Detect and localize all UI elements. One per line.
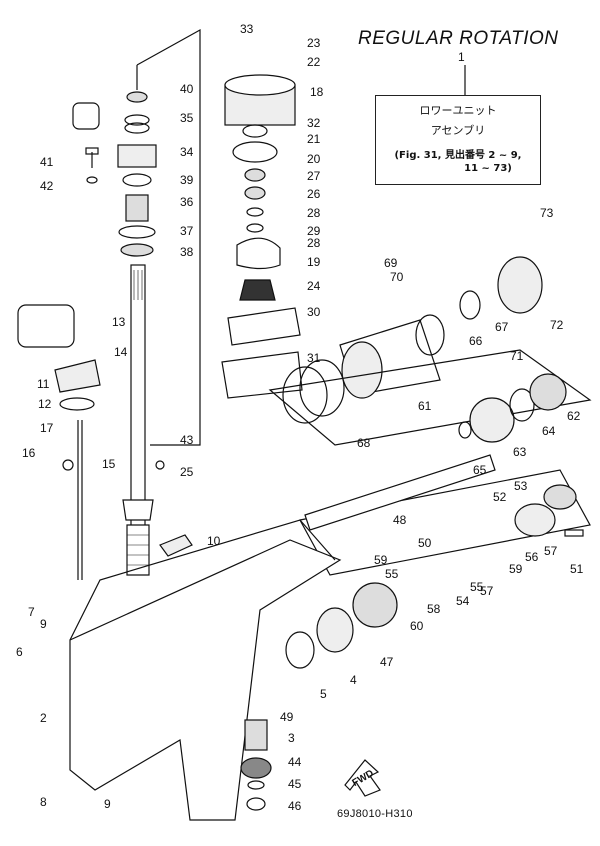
part-number-41: 41 [40, 155, 54, 169]
part-number-55: 55 [470, 580, 484, 594]
part-number-15: 15 [102, 457, 116, 471]
part-number-11: 11 [37, 377, 50, 391]
part-number-33: 33 [240, 22, 254, 36]
callout-line-4: 11 ~ 73) [464, 163, 512, 174]
part-number-47: 47 [380, 655, 394, 669]
part-number-53: 53 [514, 479, 528, 493]
part-number-43: 43 [180, 433, 194, 447]
part-number-66: 66 [469, 334, 483, 348]
part-number-9: 9 [104, 797, 111, 811]
part-number-73: 73 [540, 206, 554, 220]
part-number-21: 21 [307, 132, 321, 146]
part-number-19: 19 [307, 255, 321, 269]
part-number-57: 57 [480, 584, 494, 598]
part-number-50: 50 [418, 536, 432, 550]
part-number-67: 67 [495, 320, 509, 334]
callout-line-1: ロワーユニット [419, 104, 497, 117]
part-number-61: 61 [418, 399, 432, 413]
part-number-9: 9 [40, 617, 47, 631]
part-number-56: 56 [525, 550, 539, 564]
part-number-59: 59 [509, 562, 523, 576]
part-number-60: 60 [410, 619, 424, 633]
callout-line-3: (Fig. 31, 見出番号 2 ~ 9, [394, 150, 522, 161]
part-number-52: 52 [493, 490, 507, 504]
part-number-45: 45 [288, 777, 302, 791]
part-number-35: 35 [180, 111, 194, 125]
part-number-40: 40 [180, 82, 194, 96]
part-number-16: 16 [22, 446, 36, 460]
part-number-32: 32 [307, 116, 321, 130]
part-number-69: 69 [384, 256, 398, 270]
part-number-10: 10 [207, 534, 221, 548]
part-number-4: 4 [350, 673, 357, 687]
part-number-6: 6 [16, 645, 23, 659]
part-number-59: 59 [374, 553, 388, 567]
part-number-64: 64 [542, 424, 556, 438]
part-number-7: 7 [28, 605, 35, 619]
part-number-48: 48 [393, 513, 407, 527]
part-number-71: 71 [510, 349, 524, 363]
part-number-70: 70 [390, 270, 404, 284]
part-number-20: 20 [307, 152, 321, 166]
diagram-title: REGULAR ROTATION [358, 28, 559, 49]
part-number-5: 5 [320, 687, 327, 701]
drawing-code: 69J8010-H310 [337, 808, 413, 820]
part-number-34: 34 [180, 145, 194, 159]
part-number-8: 8 [40, 795, 47, 809]
part-number-14: 14 [114, 345, 128, 359]
part-number-17: 17 [40, 421, 54, 435]
part-number-65: 65 [473, 463, 487, 477]
part-number-72: 72 [550, 318, 564, 332]
part-number-37: 37 [180, 224, 194, 238]
part-number-46: 46 [288, 799, 302, 813]
part-number-68: 68 [357, 436, 371, 450]
part-number-36: 36 [180, 195, 194, 209]
part-number-39: 39 [180, 173, 194, 187]
callout-line-2: アセンブリ [430, 124, 486, 137]
part-number-28: 28 [307, 236, 321, 250]
assembly-ref-number: 1 [458, 50, 465, 64]
part-number-30: 30 [307, 305, 321, 319]
part-number-18: 18 [310, 85, 324, 99]
part-number-26: 26 [307, 187, 321, 201]
part-number-22: 22 [307, 55, 321, 69]
part-number-42: 42 [40, 179, 54, 193]
part-number-24: 24 [307, 279, 321, 293]
part-number-27: 27 [307, 169, 321, 183]
part-number-29: 29 [307, 224, 321, 238]
part-number-13: 13 [112, 315, 126, 329]
part-number-2: 2 [40, 711, 47, 725]
part-number-12: 12 [38, 397, 52, 411]
part-number-57: 57 [544, 544, 558, 558]
part-number-25: 25 [180, 465, 194, 479]
part-number-62: 62 [567, 409, 581, 423]
part-number-54: 54 [456, 594, 470, 608]
part-number-55: 55 [385, 567, 399, 581]
part-number-44: 44 [288, 755, 302, 769]
assembly-callout-box: ロワーユニット アセンブリ (Fig. 31, 見出番号 2 ~ 9, 11 ~… [375, 95, 541, 185]
part-number-38: 38 [180, 245, 194, 259]
part-number-49: 49 [280, 710, 294, 724]
part-number-63: 63 [513, 445, 527, 459]
part-number-3: 3 [288, 731, 295, 745]
part-number-28: 28 [307, 206, 321, 220]
part-number-58: 58 [427, 602, 441, 616]
part-number-51: 51 [570, 562, 584, 576]
part-number-23: 23 [307, 36, 321, 50]
part-number-31: 31 [307, 351, 321, 365]
